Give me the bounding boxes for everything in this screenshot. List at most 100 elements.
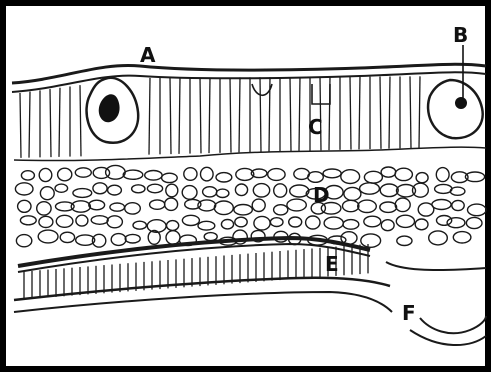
spongy-cell — [125, 203, 141, 214]
spongy-cell — [253, 184, 269, 197]
spongy-cell — [380, 184, 398, 197]
spongy-cell — [107, 216, 122, 228]
spongy-cell — [167, 221, 179, 231]
vascular-bundle-left — [87, 78, 139, 143]
palisade-cell — [320, 77, 321, 150]
spongy-cell — [395, 198, 410, 212]
spongy-cell — [437, 216, 452, 226]
spongy-cell — [145, 171, 162, 181]
spongy-cell — [198, 221, 215, 230]
palisade-cell — [350, 77, 351, 150]
spongy-cell — [182, 215, 199, 225]
spongy-cell — [216, 173, 232, 182]
upper-epidermis — [12, 64, 486, 92]
spongy-cell — [165, 198, 178, 210]
spongy-cell — [235, 217, 247, 227]
label-a: A — [140, 43, 156, 67]
spongy-cell — [60, 232, 74, 242]
spongy-cell — [73, 189, 92, 198]
palisade-cell — [170, 78, 171, 154]
spongy-cell — [289, 217, 302, 227]
spongy-cell — [106, 165, 126, 179]
spongy-cell — [436, 168, 449, 182]
spongy-cell — [221, 220, 233, 229]
spongy-cell — [235, 184, 247, 196]
spongy-cell — [323, 169, 341, 178]
palisade-cell — [29, 92, 30, 158]
spongy-cell — [450, 187, 465, 195]
spongy-cell — [58, 168, 72, 181]
spongy-cell — [447, 218, 465, 228]
label-e: E — [325, 252, 339, 276]
spongy-cell — [274, 205, 288, 215]
palisade-layer — [20, 76, 420, 158]
spongy-cell — [111, 234, 126, 246]
spongy-cell — [55, 184, 68, 192]
spongy-cell — [21, 171, 34, 180]
spongy-cell — [132, 185, 145, 193]
spongy-cell — [252, 199, 265, 211]
spongy-cell — [453, 232, 471, 243]
spongy-cell — [216, 189, 229, 197]
label-f: F — [402, 301, 416, 325]
spongy-cell — [39, 168, 52, 181]
palisade-cell — [20, 93, 21, 158]
spongy-cell — [344, 187, 361, 200]
spongy-cell — [308, 172, 324, 183]
spongy-cell — [306, 216, 320, 229]
spongy-cell — [364, 216, 381, 227]
spongy-cell — [343, 220, 359, 230]
label-c: C — [308, 115, 323, 139]
spongy-cell — [429, 231, 448, 245]
label-d: D — [313, 183, 330, 207]
spongy-cell — [381, 220, 394, 231]
spongy-cell — [166, 184, 178, 197]
palisade-cell — [290, 77, 291, 151]
vascular-bundle-right — [428, 80, 483, 138]
spongy-cell — [341, 170, 360, 184]
palisade-cell — [200, 78, 201, 154]
spongy-cell — [435, 184, 452, 193]
spongy-cell — [38, 230, 58, 243]
spongy-cell — [361, 234, 381, 247]
spongy-cell — [468, 204, 487, 216]
palisade-cell — [419, 76, 420, 148]
spongy-cell — [110, 203, 125, 211]
spongy-cell — [416, 173, 428, 183]
spongy-cell — [37, 202, 51, 215]
spongy-cell — [201, 167, 214, 181]
spongy-cell — [268, 169, 285, 181]
spongy-cell — [18, 200, 31, 212]
spongy-cell — [89, 200, 105, 210]
spongy-cell — [396, 215, 414, 227]
palisade-cell — [179, 78, 180, 154]
spongy-cell — [397, 236, 412, 245]
spongy-cell — [182, 186, 197, 200]
spongy-cell — [147, 184, 162, 193]
spongy-cell — [358, 200, 377, 212]
palisade-cell — [389, 77, 390, 149]
spongy-cell — [91, 216, 108, 225]
palisade-cell — [299, 77, 300, 151]
spongy-cell — [254, 216, 270, 230]
spongy-cell — [16, 235, 31, 247]
spongy-cell — [360, 183, 380, 194]
palisade-cell — [230, 77, 231, 152]
spongy-cell — [150, 200, 165, 209]
spongy-cell — [380, 202, 397, 212]
spongy-cell — [56, 215, 73, 227]
spongy-cell — [184, 168, 197, 181]
spongy-cell — [15, 183, 33, 195]
spongy-cell — [76, 215, 88, 226]
spongy-mesophyll — [15, 165, 486, 247]
spongy-cell — [214, 201, 233, 215]
palisade-cell — [410, 76, 411, 148]
spongy-cell — [466, 217, 482, 228]
spongy-cell — [166, 231, 180, 245]
spongy-cell — [364, 171, 382, 183]
palisade-cell — [209, 78, 210, 154]
spongy-cell — [125, 234, 140, 243]
spongy-cell — [20, 216, 36, 225]
spongy-cell — [415, 219, 428, 230]
palisade-cell — [50, 89, 51, 157]
